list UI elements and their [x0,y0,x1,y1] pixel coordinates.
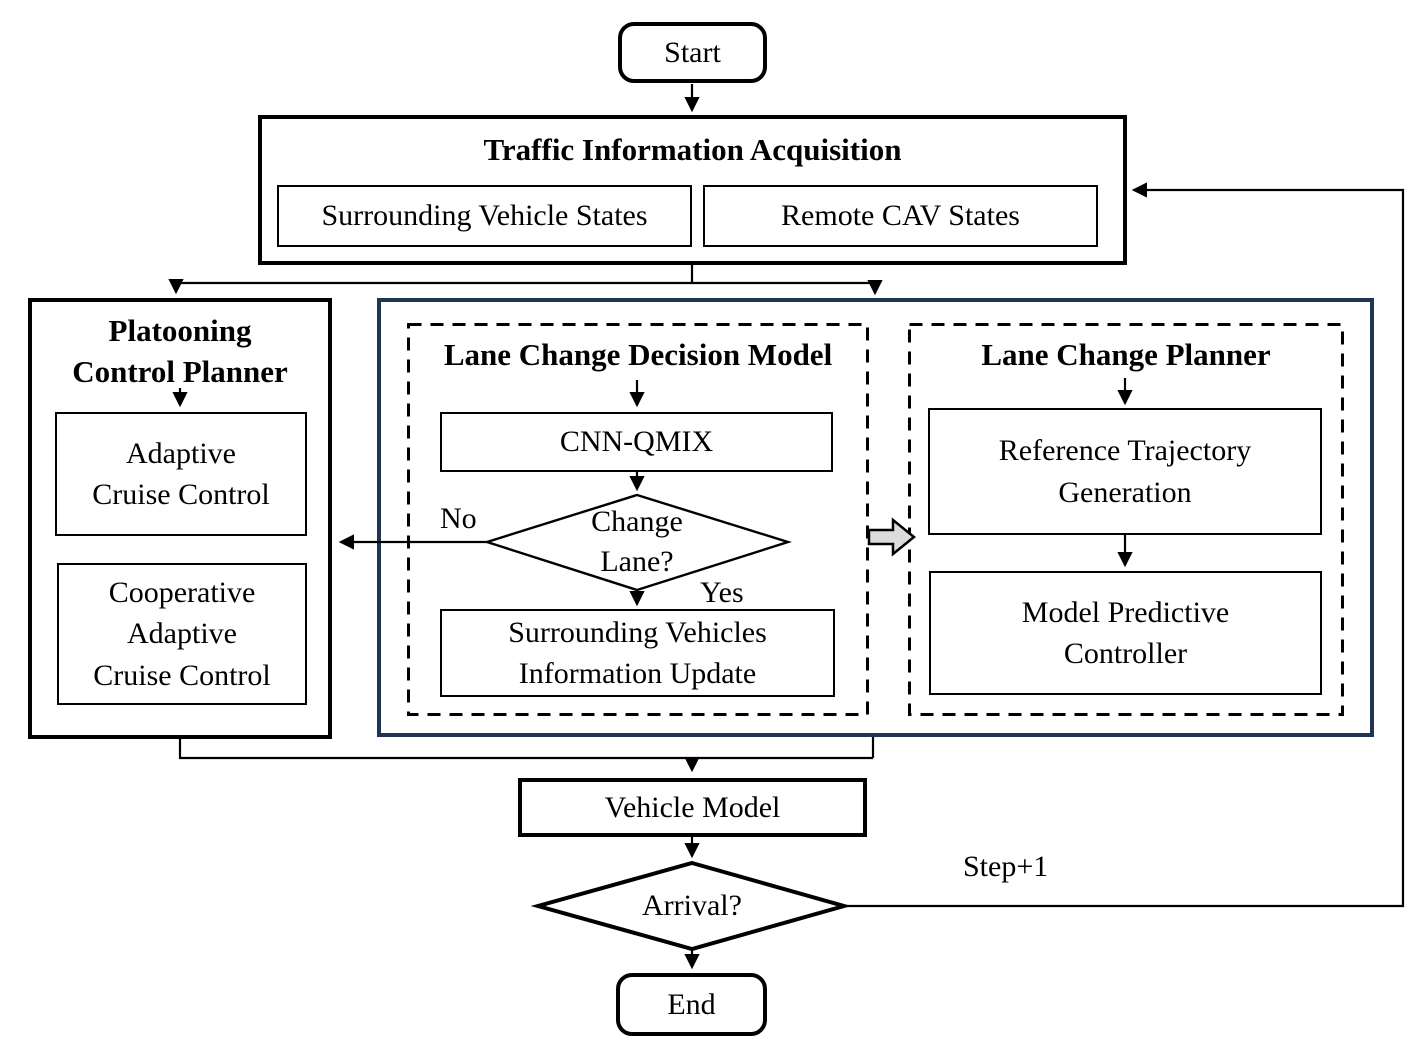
surrounding-update-node: Surrounding Vehicles Information Update [440,609,835,697]
planner-title: Lane Change Planner [981,337,1271,372]
cooperative-acc-node: Cooperative Adaptive Cruise Control [57,563,307,705]
decision-model-title: Lane Change Decision Model [443,337,833,372]
change-lane-label: Change Lane? [591,504,683,579]
bottom-connector-line [178,739,873,760]
yes-edge-label: Yes [700,576,744,609]
platooning-title: Platooning Control Planner [72,313,288,390]
no-edge-label: No [440,502,477,535]
vehicle-model-node: Vehicle Model [518,778,867,837]
adaptive-cruise-control-node: Adaptive Cruise Control [55,412,307,536]
cnn-qmix-node: CNN-QMIX [440,412,833,472]
surrounding-vehicle-states-node: Surrounding Vehicle States [277,185,692,247]
arrival-label: Arrival? [642,888,742,922]
end-node: End [616,973,767,1036]
model-predictive-controller-node: Model Predictive Controller [929,571,1322,695]
remote-cav-states-node: Remote CAV States [703,185,1098,247]
start-node: Start [618,22,767,83]
traffic-info-title: Traffic Information Acquisition [483,132,902,167]
reference-trajectory-node: Reference Trajectory Generation [928,408,1322,535]
step-plus-one-label: Step+1 [963,850,1049,883]
